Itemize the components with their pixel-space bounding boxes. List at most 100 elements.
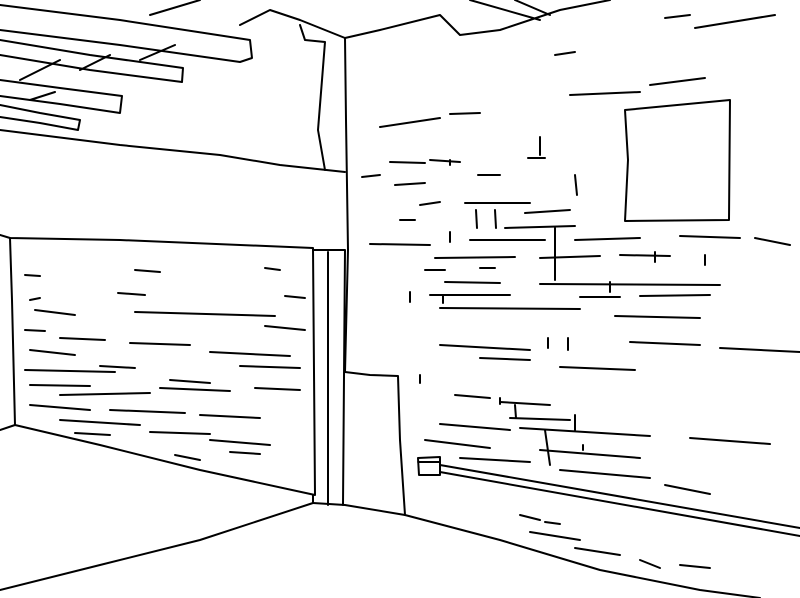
brick-line <box>554 51 576 56</box>
brick-line <box>509 417 571 421</box>
brick-line <box>59 419 141 426</box>
brick-line <box>689 437 771 445</box>
brick-line <box>239 365 301 369</box>
brick-line <box>29 349 76 356</box>
brick-line <box>134 311 276 317</box>
brick-line <box>439 423 511 431</box>
brick-line <box>419 201 441 206</box>
brick-line <box>719 347 800 353</box>
brick-line <box>639 294 711 297</box>
brick-line <box>544 429 551 466</box>
brick-line <box>254 387 301 391</box>
brick-line <box>394 182 426 186</box>
beam <box>0 4 253 63</box>
brick-line <box>389 161 426 164</box>
brick-line <box>649 77 706 86</box>
brick-line <box>569 91 641 96</box>
brick-line <box>434 256 516 259</box>
brick-line <box>424 439 491 449</box>
brick-line <box>529 531 581 541</box>
brick-line <box>169 379 211 384</box>
pillar <box>312 249 346 506</box>
brick-line <box>129 342 191 346</box>
brick-line <box>99 365 136 369</box>
brick-line <box>559 366 636 371</box>
brick-line <box>514 404 517 419</box>
brick-line <box>29 404 91 411</box>
brick-line <box>544 521 561 525</box>
brick-line <box>24 274 41 277</box>
corner-crack <box>299 24 326 171</box>
brick-line <box>619 254 671 257</box>
door <box>344 371 406 516</box>
floor-right-edge <box>404 514 761 598</box>
brick-line <box>459 457 531 463</box>
brick-line <box>444 281 501 284</box>
brick-line <box>519 514 541 521</box>
brick-line <box>754 237 791 246</box>
brick-line <box>629 341 701 346</box>
beam <box>0 39 184 83</box>
brick-line <box>24 369 116 373</box>
brick-line <box>117 292 146 296</box>
ceiling-edge <box>0 0 611 173</box>
brick-line <box>74 432 111 436</box>
left-wall-panel <box>0 234 316 496</box>
brick-line <box>694 14 776 29</box>
brick-line <box>149 431 211 435</box>
brick-line <box>369 243 431 246</box>
brick-line <box>134 269 161 273</box>
brick-line <box>639 559 661 569</box>
ceiling-beams <box>0 4 253 131</box>
floor <box>0 502 761 598</box>
brick-line <box>174 454 201 461</box>
brick-line <box>454 394 491 399</box>
brick-line <box>499 401 551 406</box>
brick-line <box>524 209 571 214</box>
brick-line <box>679 564 711 569</box>
window <box>624 99 731 222</box>
brick-line <box>284 295 306 299</box>
brick-line <box>494 209 497 229</box>
ceiling-right-line <box>469 0 551 21</box>
brick-line <box>34 309 76 316</box>
brick-line <box>614 315 701 319</box>
brick-line <box>361 174 381 178</box>
brick-line <box>475 209 478 229</box>
brick-line <box>159 387 231 392</box>
brick-line <box>59 392 151 396</box>
corner-line <box>344 37 349 373</box>
brick-line <box>29 297 41 301</box>
brick-line <box>264 325 306 331</box>
brick-line <box>574 547 621 556</box>
brick-line <box>539 449 641 459</box>
brick-line <box>109 409 186 414</box>
brick-line <box>264 267 281 271</box>
brick-line <box>209 351 291 357</box>
brick-line <box>29 384 91 387</box>
brick-line <box>559 469 651 479</box>
beam <box>0 79 123 114</box>
pipe <box>439 464 800 537</box>
brick-line <box>519 427 651 437</box>
brick-line <box>439 307 581 310</box>
brick-line <box>504 225 576 229</box>
brick-line <box>664 484 711 495</box>
floor-back-edge <box>312 502 406 516</box>
left-wall-panel-edge <box>9 237 16 426</box>
ceiling-back-line <box>0 129 346 173</box>
brick-line <box>24 329 46 332</box>
brick-line <box>209 439 271 446</box>
floor-left-edge <box>0 502 314 591</box>
brick-line <box>539 283 721 286</box>
brick-lines <box>24 14 800 569</box>
walls <box>0 37 800 537</box>
brick-line <box>439 344 531 351</box>
brick-line <box>539 255 601 259</box>
beam-crossline <box>19 44 176 101</box>
brick-line <box>59 337 106 341</box>
pipe-bracket <box>417 456 441 476</box>
brick-line <box>199 414 261 419</box>
ceiling-top-line <box>149 0 611 39</box>
